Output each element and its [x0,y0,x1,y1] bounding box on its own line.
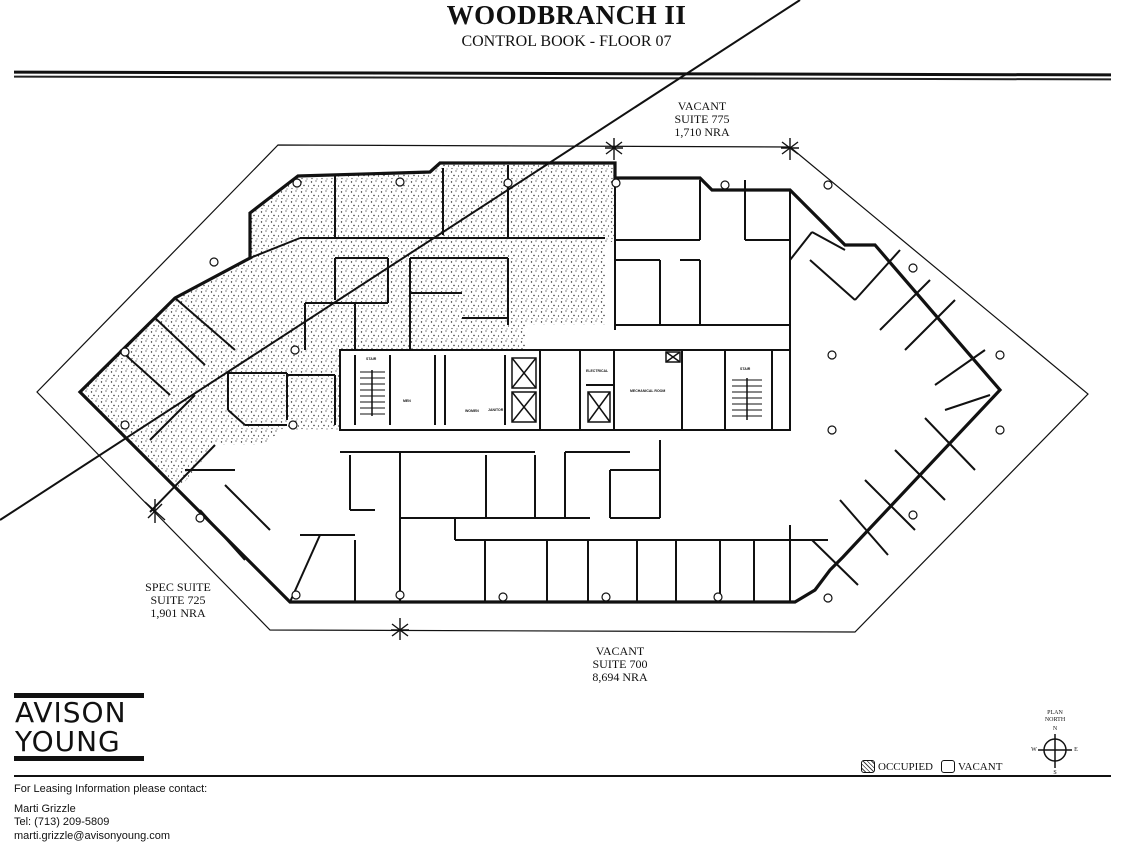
suite-725-status: SPEC SUITE [145,580,211,594]
suite-700-area: 8,694 NRA [592,670,648,684]
svg-text:MECHANICAL ROOM: MECHANICAL ROOM [630,389,665,393]
elevators [511,351,681,423]
suite-boundary-markers [144,138,799,640]
legend-vacant-label: VACANT [958,760,1003,773]
building-title: WOODBRANCH II [446,0,687,30]
contact-heading: For Leasing Information please contact: [14,783,208,795]
suite-725-area: 1,901 NRA [150,606,206,620]
legend-occupied: OCCUPIED [861,760,933,773]
contact-name: Marti Grizzle [14,803,76,815]
svg-text:MEN: MEN [403,399,411,403]
avison-young-logo: AVISON YOUNG [14,693,144,761]
compass-label: PLAN NORTH [1044,710,1066,723]
plan-subtitle: CONTROL BOOK - FLOOR 07 [461,33,672,50]
stair-east [732,378,762,420]
compass-w: W [1031,747,1037,753]
stair-west [360,370,385,416]
occupied-area [80,163,615,488]
logo-bar-top [14,693,144,698]
building-core [339,349,791,431]
logo-bar-bottom [14,756,144,761]
building-exterior-wall [77,161,1003,604]
compass-n: N [1052,726,1058,732]
svg-text:JANITOR: JANITOR [488,408,504,412]
suite-775-number: SUITE 775 [674,112,730,126]
svg-text:WOMEN: WOMEN [465,409,479,413]
contact-email[interactable]: marti.grizzle@avisonyoung.com [14,830,171,842]
south-suite-partitions [185,440,828,603]
vacant-swatch-icon [941,760,955,773]
plan-north-compass: PLAN NORTH N S W E [1030,710,1080,778]
suite-700-callout: VACANT SUITE 700 8,694 NRA [560,645,680,684]
compass-rose-icon [1038,734,1072,768]
suite-775-status: VACANT [677,99,727,113]
suite-725-callout: SPEC SUITE SUITE 725 1,901 NRA [118,581,238,620]
compass-s: S [1053,770,1057,776]
occupied-swatch-icon [861,760,875,773]
svg-text:ELECTRICAL: ELECTRICAL [586,369,609,373]
logo-line-1: AVISON [15,696,127,729]
suite-775-area: 1,710 NRA [674,125,730,139]
svg-text:STAIR: STAIR [366,357,377,361]
core-room-labels: STAIR MEN WOMEN JANITOR ELECTRICAL MECHA… [366,357,751,413]
compass-e: E [1074,747,1078,753]
legend-vacant: VACANT [941,760,1002,773]
footer-divider [14,775,1111,777]
legend-occupied-label: OCCUPIED [878,760,934,773]
suite-775-callout: VACANT SUITE 775 1,710 NRA [642,100,762,139]
structural-columns [120,177,1005,603]
suite-700-number: SUITE 700 [592,657,648,671]
suite-725-number: SUITE 725 [150,593,206,607]
logo-line-2: YOUNG [15,725,121,758]
contact-phone: Tel: (713) 209-5809 [14,816,110,828]
north-suite-partitions [0,0,991,602]
west-wing-partitions [119,165,605,513]
svg-text:STAIR: STAIR [740,367,751,371]
suite-700-status: VACANT [595,644,645,658]
